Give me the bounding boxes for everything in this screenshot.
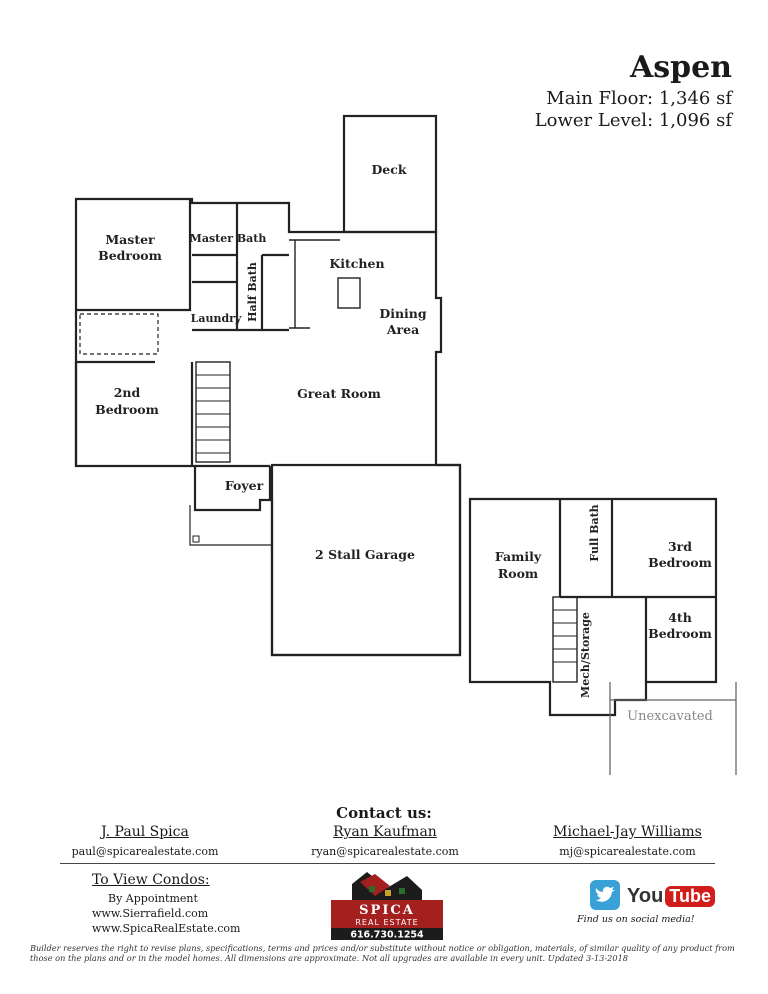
view-condos-line-3[interactable]: www.SpicaRealEstate.com	[92, 922, 241, 935]
plan-title: Aspen	[629, 50, 732, 85]
label-2nd-bedroom-2: Bedroom	[95, 402, 159, 417]
label-master-1: Master	[105, 232, 155, 247]
label-2nd-bedroom-1: 2nd	[114, 385, 141, 400]
garage-outline	[270, 463, 462, 657]
youtube-icon[interactable]: You Tube	[627, 882, 715, 910]
floor-plan: Deck Master Bedroom Master Bath Half Bat…	[74, 114, 737, 775]
view-condos-line-2[interactable]: www.Sierrafield.com	[92, 907, 209, 920]
disclaimer-text: Builder reserves the right to revise pla…	[30, 943, 735, 963]
label-laundry: Laundry	[191, 312, 242, 325]
label-family-1: Family	[495, 549, 542, 564]
contact-email-ryan[interactable]: ryan@spicarealestate.com	[311, 845, 459, 858]
label-deck: Deck	[371, 162, 406, 177]
label-unexcavated: Unexcavated	[627, 709, 713, 724]
view-condos-line-1: By Appointment	[108, 892, 198, 905]
svg-text:616.730.1254: 616.730.1254	[350, 930, 424, 941]
label-half-bath: Half Bath	[246, 262, 259, 322]
spica-logo: SPICA REAL ESTATE 616.730.1254	[331, 872, 443, 941]
social-tagline: Find us on social media!	[577, 914, 695, 925]
label-dining-2: Area	[386, 322, 419, 337]
label-4th-bedroom-1: 4th	[668, 610, 692, 625]
view-condos-heading: To View Condos:	[92, 872, 210, 888]
divider	[60, 863, 715, 864]
label-mech-storage: Mech/Storage	[579, 612, 592, 698]
contact-email-mj[interactable]: mj@spicarealestate.com	[559, 845, 696, 858]
label-foyer: Foyer	[225, 478, 264, 493]
label-dining-1: Dining	[379, 306, 427, 321]
label-master-2: Bedroom	[98, 248, 162, 263]
label-family-2: Room	[498, 566, 538, 581]
label-master-bath: Master Bath	[190, 232, 267, 245]
label-full-bath: Full Bath	[588, 504, 601, 561]
label-great-room: Great Room	[297, 386, 381, 401]
label-3rd-bedroom-2: Bedroom	[648, 555, 712, 570]
label-3rd-bedroom-1: 3rd	[668, 539, 692, 554]
label-4th-bedroom-2: Bedroom	[648, 626, 712, 641]
lower-level-area: Lower Level: 1,096 sf	[534, 110, 732, 131]
label-garage: 2 Stall Garage	[315, 547, 415, 562]
main-floor-outline	[74, 197, 462, 657]
twitter-icon[interactable]	[590, 880, 620, 910]
contact-heading: Contact us:	[336, 804, 432, 822]
contact-name-ryan[interactable]: Ryan Kaufman	[333, 824, 437, 840]
svg-text:SPICA: SPICA	[359, 903, 415, 918]
contact-name-paul[interactable]: J. Paul Spica	[101, 824, 189, 840]
main-floor-area: Main Floor: 1,346 sf	[546, 88, 732, 109]
label-kitchen: Kitchen	[329, 256, 384, 271]
contact-name-mj[interactable]: Michael-Jay Williams	[553, 824, 702, 840]
contact-email-paul[interactable]: paul@spicarealestate.com	[71, 845, 219, 858]
svg-text:REAL ESTATE: REAL ESTATE	[355, 918, 418, 927]
